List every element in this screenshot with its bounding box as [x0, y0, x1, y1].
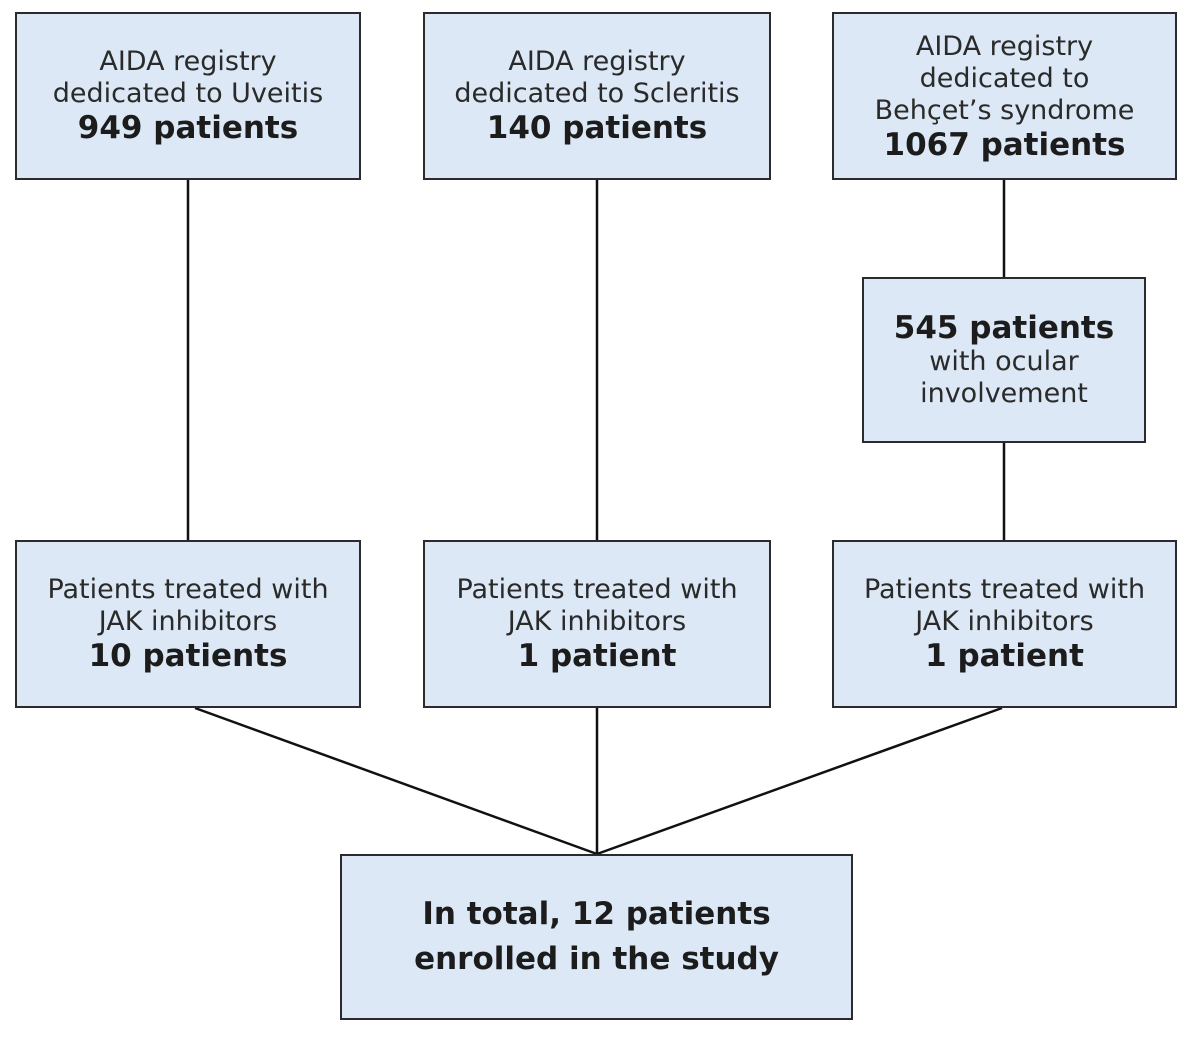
- jak-label: Patients treated with: [47, 573, 329, 605]
- patient-count: 949 patients: [77, 109, 299, 146]
- jak-label: Patients treated with: [863, 573, 1146, 605]
- total-label: enrolled in the study: [414, 941, 779, 977]
- registry-label: AIDA registry: [99, 45, 277, 77]
- jak-label: Patients treated with: [456, 573, 738, 605]
- total-enrolled-box: In total, 12 patients enrolled in the st…: [340, 854, 853, 1020]
- patient-count: 545 patients: [893, 309, 1115, 346]
- patient-count: 10 patients: [88, 637, 288, 674]
- jak-scleritis-box: Patients treated with JAK inhibitors 1 p…: [423, 540, 771, 708]
- jak-behcet-box: Patients treated with JAK inhibitors 1 p…: [832, 540, 1177, 708]
- ocular-involvement-box: 545 patients with ocular involvement: [862, 277, 1146, 443]
- scleritis-registry-box: AIDA registry dedicated to Scleritis 140…: [423, 12, 771, 180]
- patient-count: 1 patient: [517, 637, 677, 674]
- connector-jak3-to-total: [596, 706, 1003, 856]
- ocular-label: with ocular: [929, 346, 1079, 378]
- total-label: In total, 12 patients: [422, 896, 771, 933]
- behcet-registry-box: AIDA registry dedicated to Behçet’s synd…: [832, 12, 1177, 180]
- jak-uveitis-box: Patients treated with JAK inhibitors 10 …: [15, 540, 361, 708]
- registry-label: dedicated to Uveitis: [52, 77, 324, 109]
- ocular-label: involvement: [920, 378, 1088, 410]
- patient-count: 140 patients: [486, 109, 708, 146]
- registry-label: dedicated to Scleritis: [454, 77, 740, 109]
- uveitis-registry-box: AIDA registry dedicated to Uveitis 949 p…: [15, 12, 361, 180]
- registry-label: dedicated to: [919, 62, 1090, 94]
- registry-label: AIDA registry: [508, 45, 686, 77]
- jak-label: JAK inhibitors: [98, 605, 278, 637]
- jak-label: JAK inhibitors: [507, 605, 687, 637]
- registry-label: Behçet’s syndrome: [874, 94, 1135, 126]
- registry-label: AIDA registry: [915, 30, 1094, 62]
- patient-count: 1 patient: [925, 637, 1084, 674]
- patient-count: 1067 patients: [883, 126, 1126, 163]
- connector-jak1-to-total: [194, 706, 598, 856]
- jak-label: JAK inhibitors: [915, 605, 1094, 637]
